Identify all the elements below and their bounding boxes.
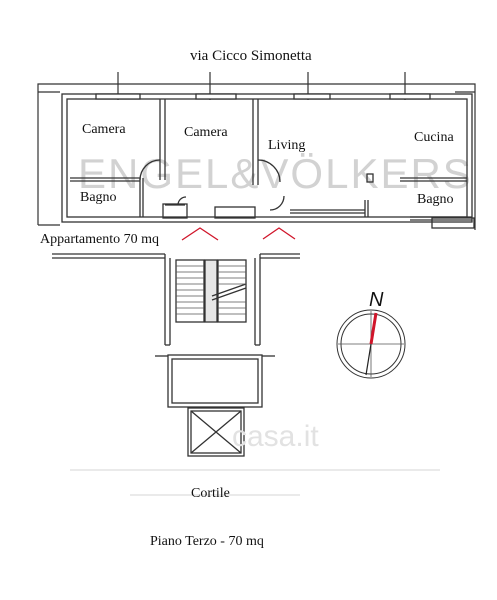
apartment-walls [61, 93, 475, 229]
stair-core [52, 253, 440, 496]
apartment-label: Appartamento 70 mq [40, 232, 159, 247]
room-label-cucina: Cucina [414, 130, 454, 145]
north-compass: N [336, 289, 406, 379]
floor-label: Piano Terzo - 70 mq [150, 534, 264, 549]
entry-markers [181, 227, 296, 241]
street-label: via Cicco Simonetta [190, 48, 312, 64]
room-label-camera-2: Camera [184, 125, 228, 140]
room-label-living: Living [268, 138, 305, 153]
site-watermark: casa.it [232, 420, 319, 453]
building-outline [37, 72, 476, 230]
room-label-bagno-2: Bagno [417, 192, 454, 207]
room-label-bagno-1: Bagno [80, 190, 117, 205]
courtyard-label: Cortile [191, 486, 230, 501]
room-label-camera-1: Camera [82, 122, 126, 137]
engel-volkers-watermark: ENGEL&VÖLKERS [78, 150, 473, 197]
stair-treads [176, 265, 246, 315]
north-letter: N [369, 289, 384, 311]
compass-needle-north [369, 312, 378, 345]
